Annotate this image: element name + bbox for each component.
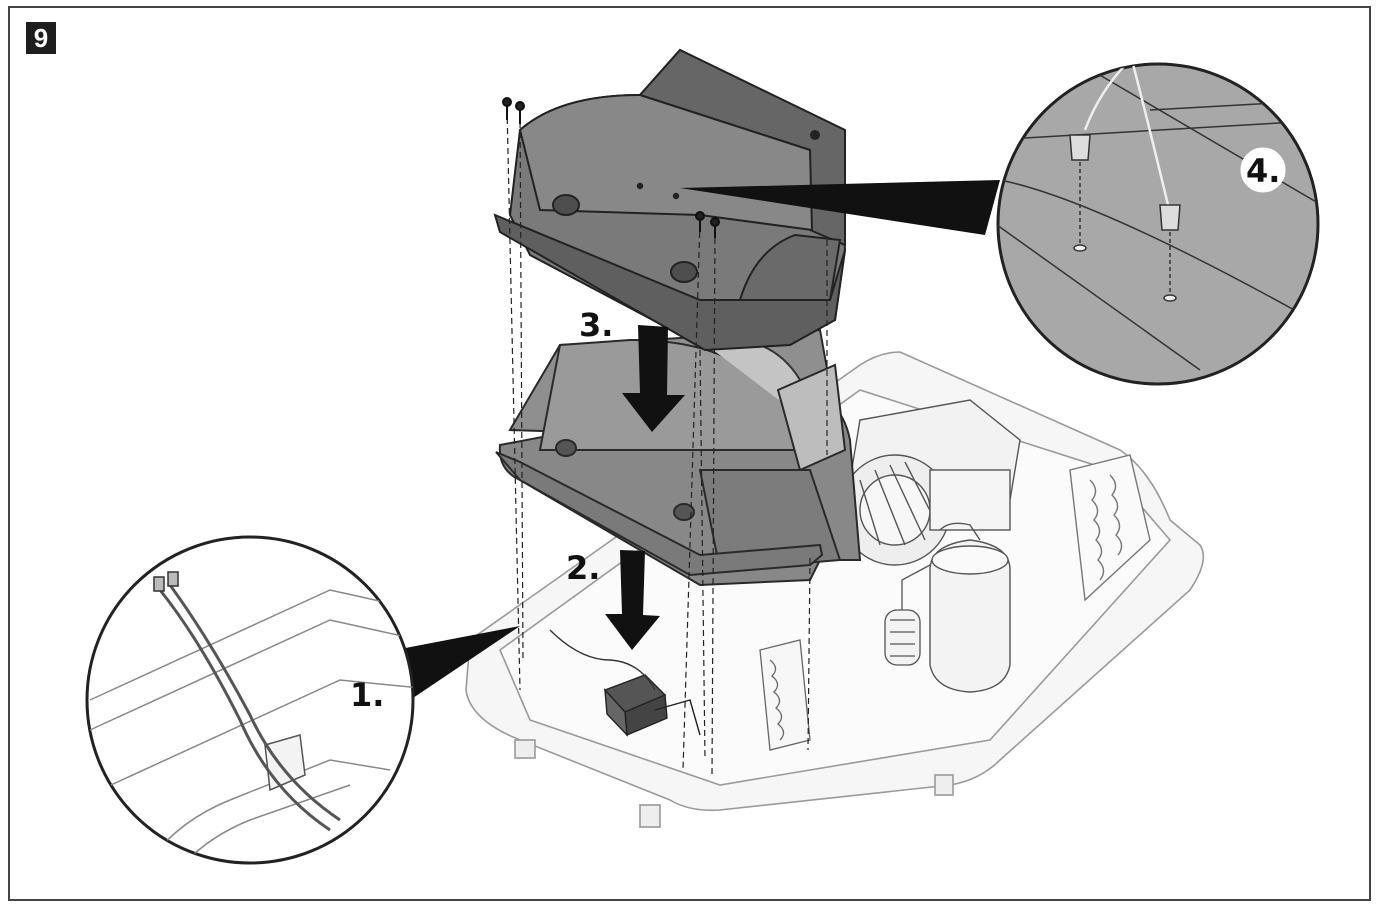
control-module [549, 629, 701, 737]
callout-1-circle [85, 535, 415, 865]
step-3-label: 3. [579, 306, 614, 344]
step-4-label: 4. [1246, 152, 1281, 190]
alignment-lines [506, 107, 828, 776]
fan-assembly [839, 399, 1021, 566]
arrow-step3 [622, 325, 685, 432]
figure-frame [8, 6, 1371, 901]
accumulator [884, 564, 931, 666]
step-1-label: 1. [350, 676, 385, 714]
step-2-label: 2. [566, 549, 601, 587]
condenser-coil [1069, 454, 1151, 602]
evaporator-coil [759, 639, 811, 751]
callout-4-pointer [680, 180, 1000, 235]
screws [502, 97, 720, 238]
compressor [929, 522, 1011, 693]
callout-1-pointer [395, 626, 520, 700]
figure-number-badge: 9 [26, 22, 56, 54]
arrow-step2 [605, 550, 660, 650]
callout-4-circle [996, 62, 1320, 386]
